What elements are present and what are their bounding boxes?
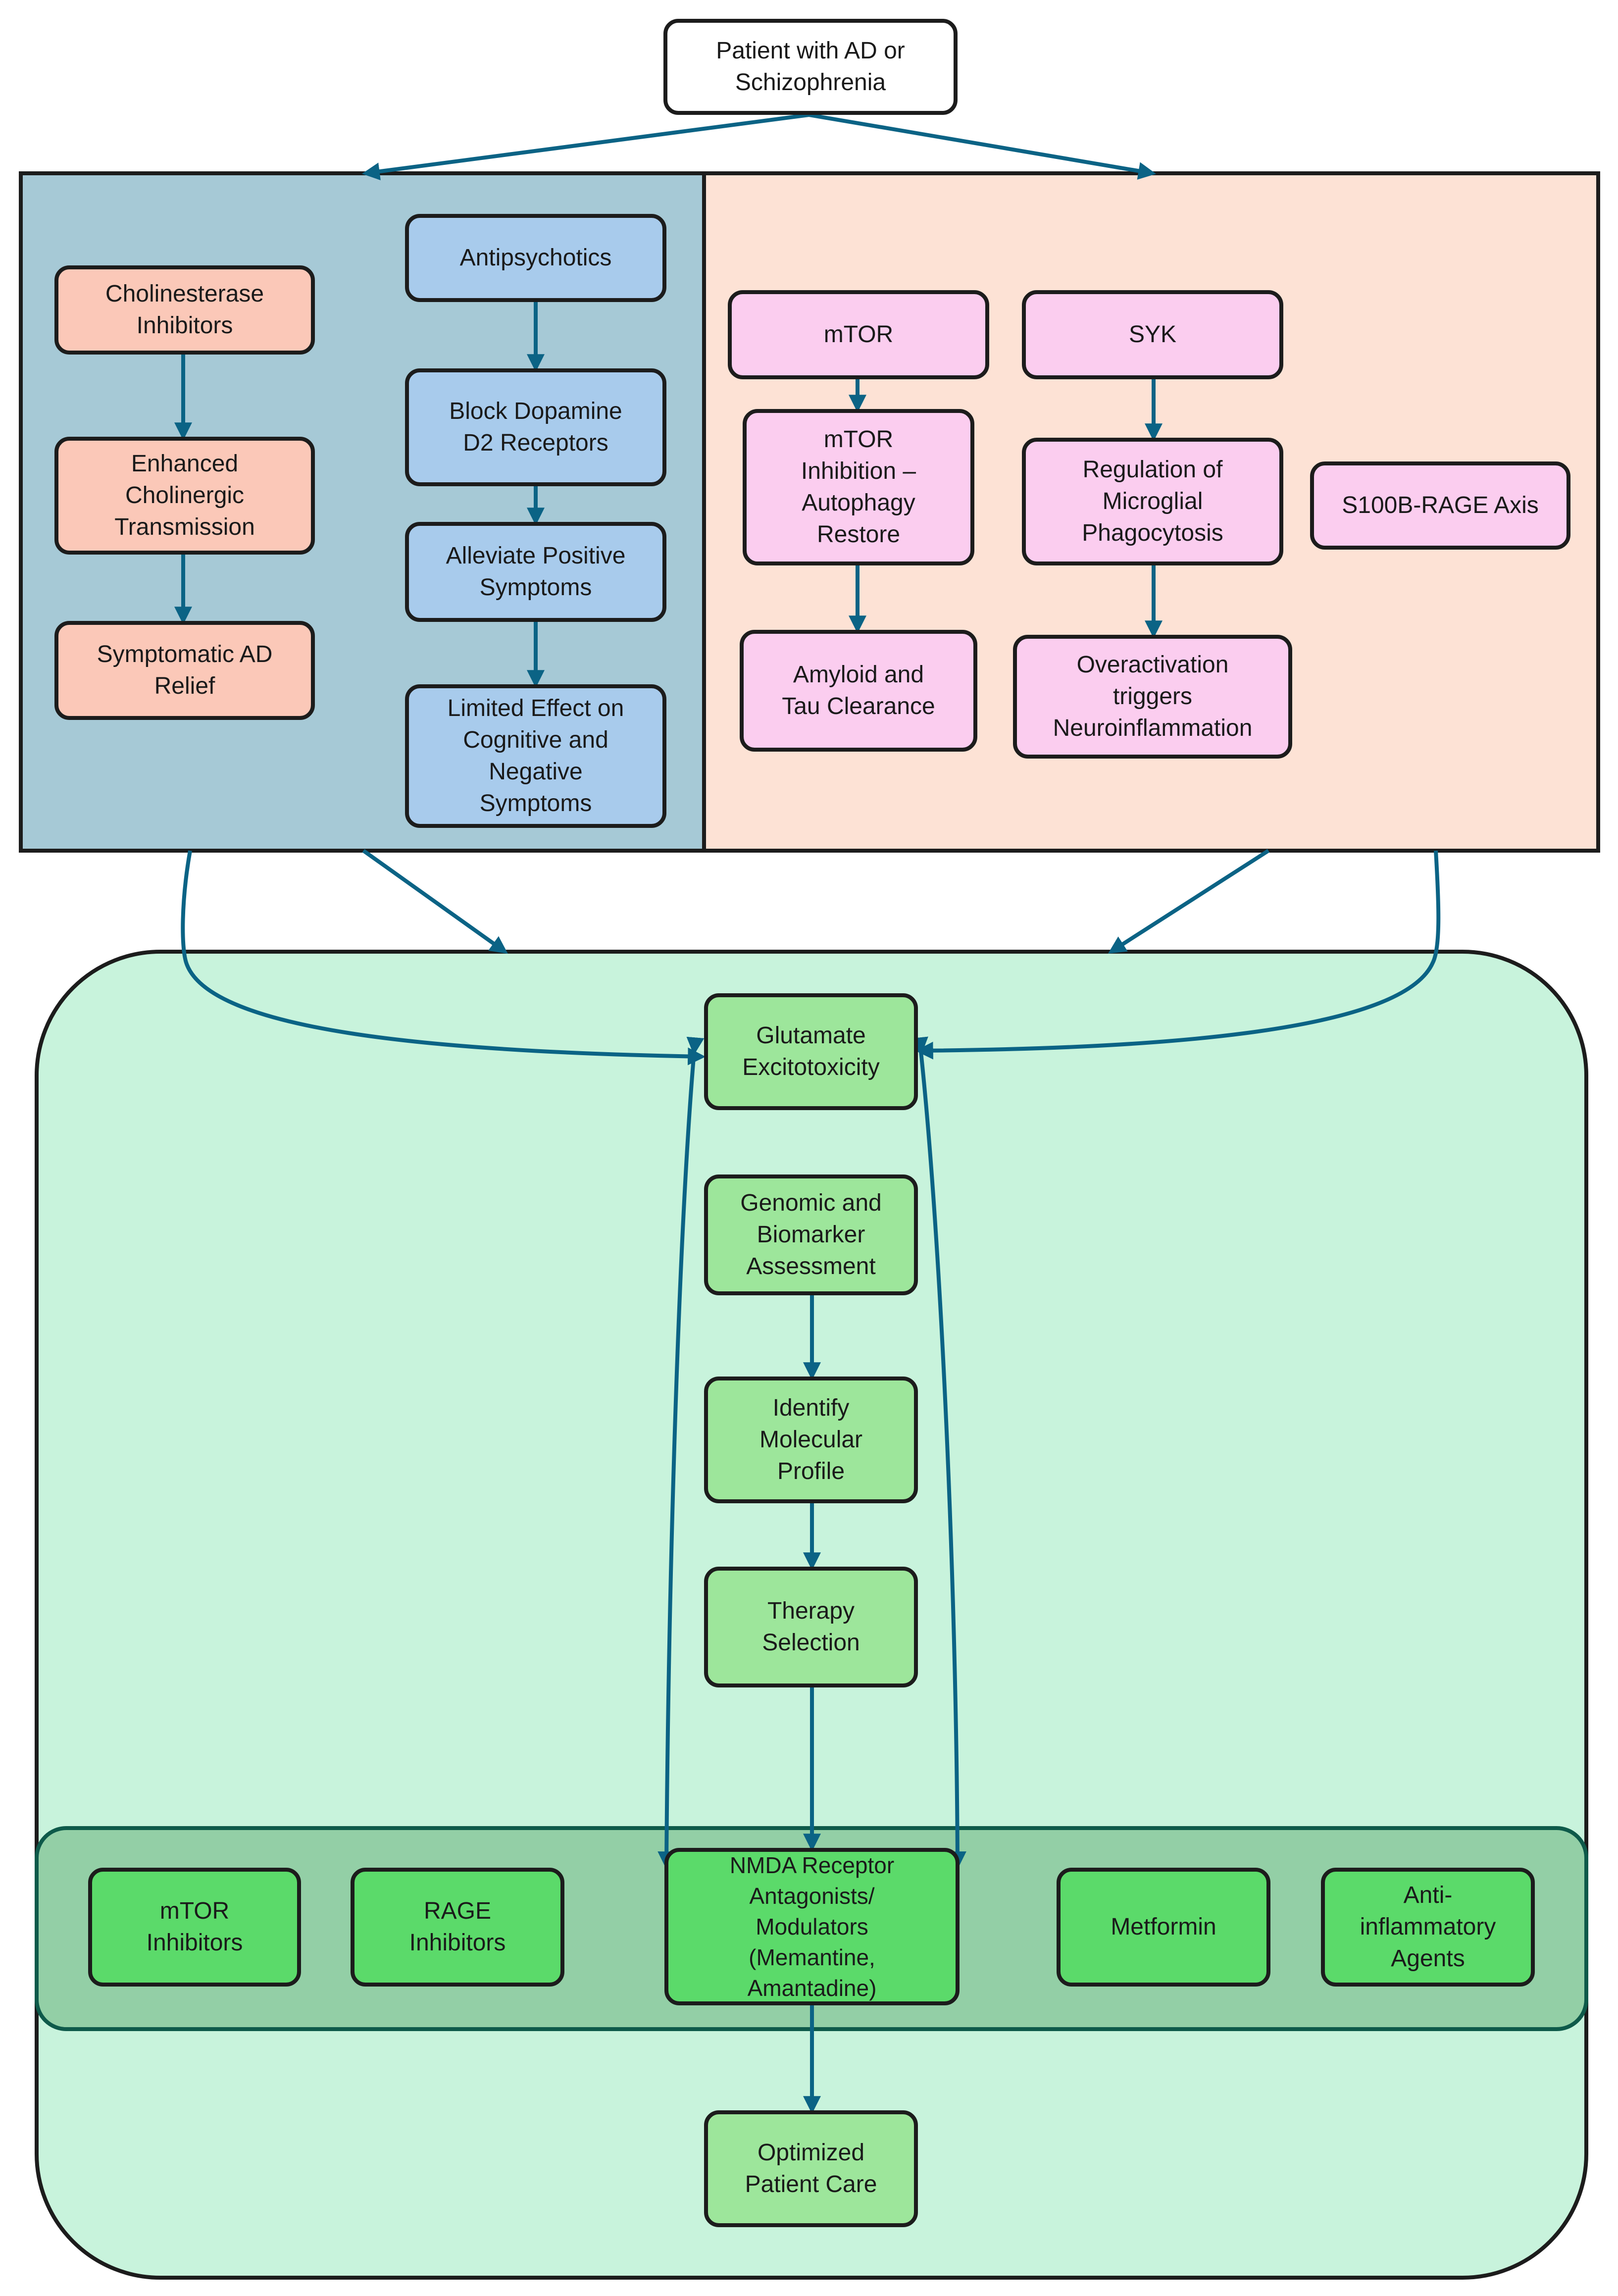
limited-effect-node: Limited Effect on Cognitive and Negative…: [405, 684, 666, 828]
enhanced-cholinergic-node: Enhanced Cholinergic Transmission: [54, 437, 315, 555]
curve-left-to-glutamate: [181, 850, 706, 1066]
anti-inflammatory-node: Anti- inflammatory Agents: [1321, 1868, 1535, 1987]
genomic-biomarker-node: Genomic and Biomarker Assessment: [704, 1174, 918, 1295]
arrow-glutamate-to-nmda-left: [657, 1036, 705, 1870]
cholinesterase-inhibitors-node: Cholinesterase Inhibitors: [54, 265, 315, 355]
overactivation-node: Overactivation triggers Neuroinflammatio…: [1013, 635, 1292, 759]
amyloid-tau-node: Amyloid and Tau Clearance: [740, 630, 977, 752]
therapy-selection-node: Therapy Selection: [704, 1567, 918, 1687]
regulation-microglial-node: Regulation of Microglial Phagocytosis: [1022, 438, 1283, 565]
arrow-glutamate-to-nmda-right: [910, 1036, 966, 1870]
syk-node: SYK: [1022, 290, 1283, 379]
antipsychotics-node: Antipsychotics: [405, 214, 666, 302]
glutamate-excitotoxicity-node: Glutamate Excitotoxicity: [704, 993, 918, 1110]
s100b-rage-node: S100B-RAGE Axis: [1310, 461, 1570, 550]
curve-right-to-glutamate: [915, 850, 1441, 1060]
mtor-node: mTOR: [728, 290, 989, 379]
arrow-right-to-bottom: [1108, 849, 1270, 954]
rage-inhibitors-node: RAGE Inhibitors: [351, 1868, 564, 1987]
mtor-inhibitors-node: mTOR Inhibitors: [88, 1868, 301, 1987]
block-dopamine-node: Block Dopamine D2 Receptors: [405, 368, 666, 486]
arrow-patient-left: [361, 113, 809, 181]
identify-molecular-profile-node: Identify Molecular Profile: [704, 1377, 918, 1503]
optimized-patient-care-node: Optimized Patient Care: [704, 2110, 918, 2227]
metformin-node: Metformin: [1057, 1868, 1270, 1987]
arrow-left-to-bottom: [362, 849, 508, 954]
symptomatic-ad-relief-node: Symptomatic AD Relief: [54, 621, 315, 720]
arrow-patient-right: [809, 113, 1157, 180]
mtor-inhibition-node: mTOR Inhibition – Autophagy Restore: [743, 409, 974, 565]
alleviate-positive-node: Alleviate Positive Symptoms: [405, 522, 666, 622]
nmda-receptor-node: NMDA Receptor Antagonists/ Modulators (M…: [664, 1848, 960, 2005]
patient-node: Patient with AD or Schizophrenia: [663, 19, 958, 115]
